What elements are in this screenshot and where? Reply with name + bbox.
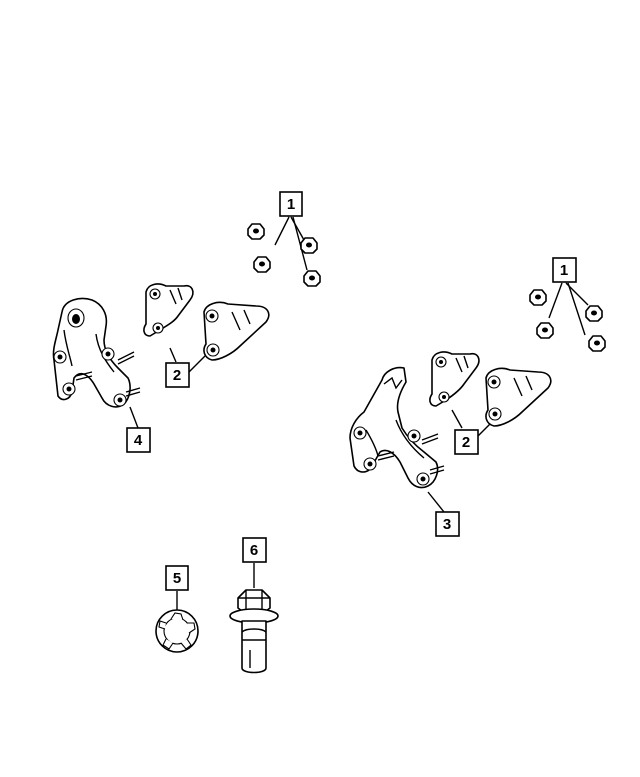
shift-fork-left	[52, 297, 141, 408]
leader-line-2-upper-a	[169, 347, 177, 363]
nut-group-right	[529, 289, 606, 352]
nut	[303, 270, 321, 287]
callout-label: 1	[287, 196, 295, 213]
fork-pad-small-upper	[143, 283, 194, 337]
leader-lines-1-right	[548, 282, 589, 336]
callout-label: 2	[462, 434, 470, 451]
fork-pad-small-lower	[429, 351, 480, 407]
callout-label: 3	[443, 516, 451, 533]
leader-line-2-lower-b	[477, 423, 491, 437]
callout-2-upper[interactable]: 2	[165, 362, 190, 388]
callout-4[interactable]: 4	[126, 427, 151, 453]
callout-1-right[interactable]: 1	[552, 257, 577, 283]
fork-pad-large-upper	[203, 301, 270, 361]
lock-washer	[155, 609, 199, 653]
leader-lines-1-upper	[274, 216, 308, 271]
callout-5[interactable]: 5	[165, 565, 189, 591]
callout-label: 4	[134, 432, 143, 449]
nut	[247, 223, 265, 240]
shift-fork-right	[349, 366, 445, 489]
fork-pad-large-lower	[485, 367, 552, 427]
callout-2-lower[interactable]: 2	[454, 429, 479, 455]
leader-line-2-upper-b	[188, 355, 206, 373]
callout-6[interactable]: 6	[242, 537, 267, 563]
nut	[529, 289, 547, 306]
nut-group-upper	[247, 223, 321, 287]
leader-line-4	[129, 406, 139, 429]
leader-line-2-lower-a	[451, 409, 463, 429]
nut	[253, 256, 271, 273]
nut	[585, 305, 603, 322]
callout-label: 5	[173, 570, 181, 587]
callout-label: 6	[250, 542, 258, 559]
flange-bolt	[229, 589, 279, 674]
callout-label: 1	[560, 262, 568, 279]
callout-3[interactable]: 3	[435, 511, 460, 537]
leader-line-3	[427, 491, 445, 513]
callout-label: 2	[173, 367, 181, 384]
nut	[588, 335, 606, 352]
callout-1-upper[interactable]: 1	[279, 191, 303, 217]
nut	[536, 322, 554, 339]
nut	[300, 237, 318, 254]
